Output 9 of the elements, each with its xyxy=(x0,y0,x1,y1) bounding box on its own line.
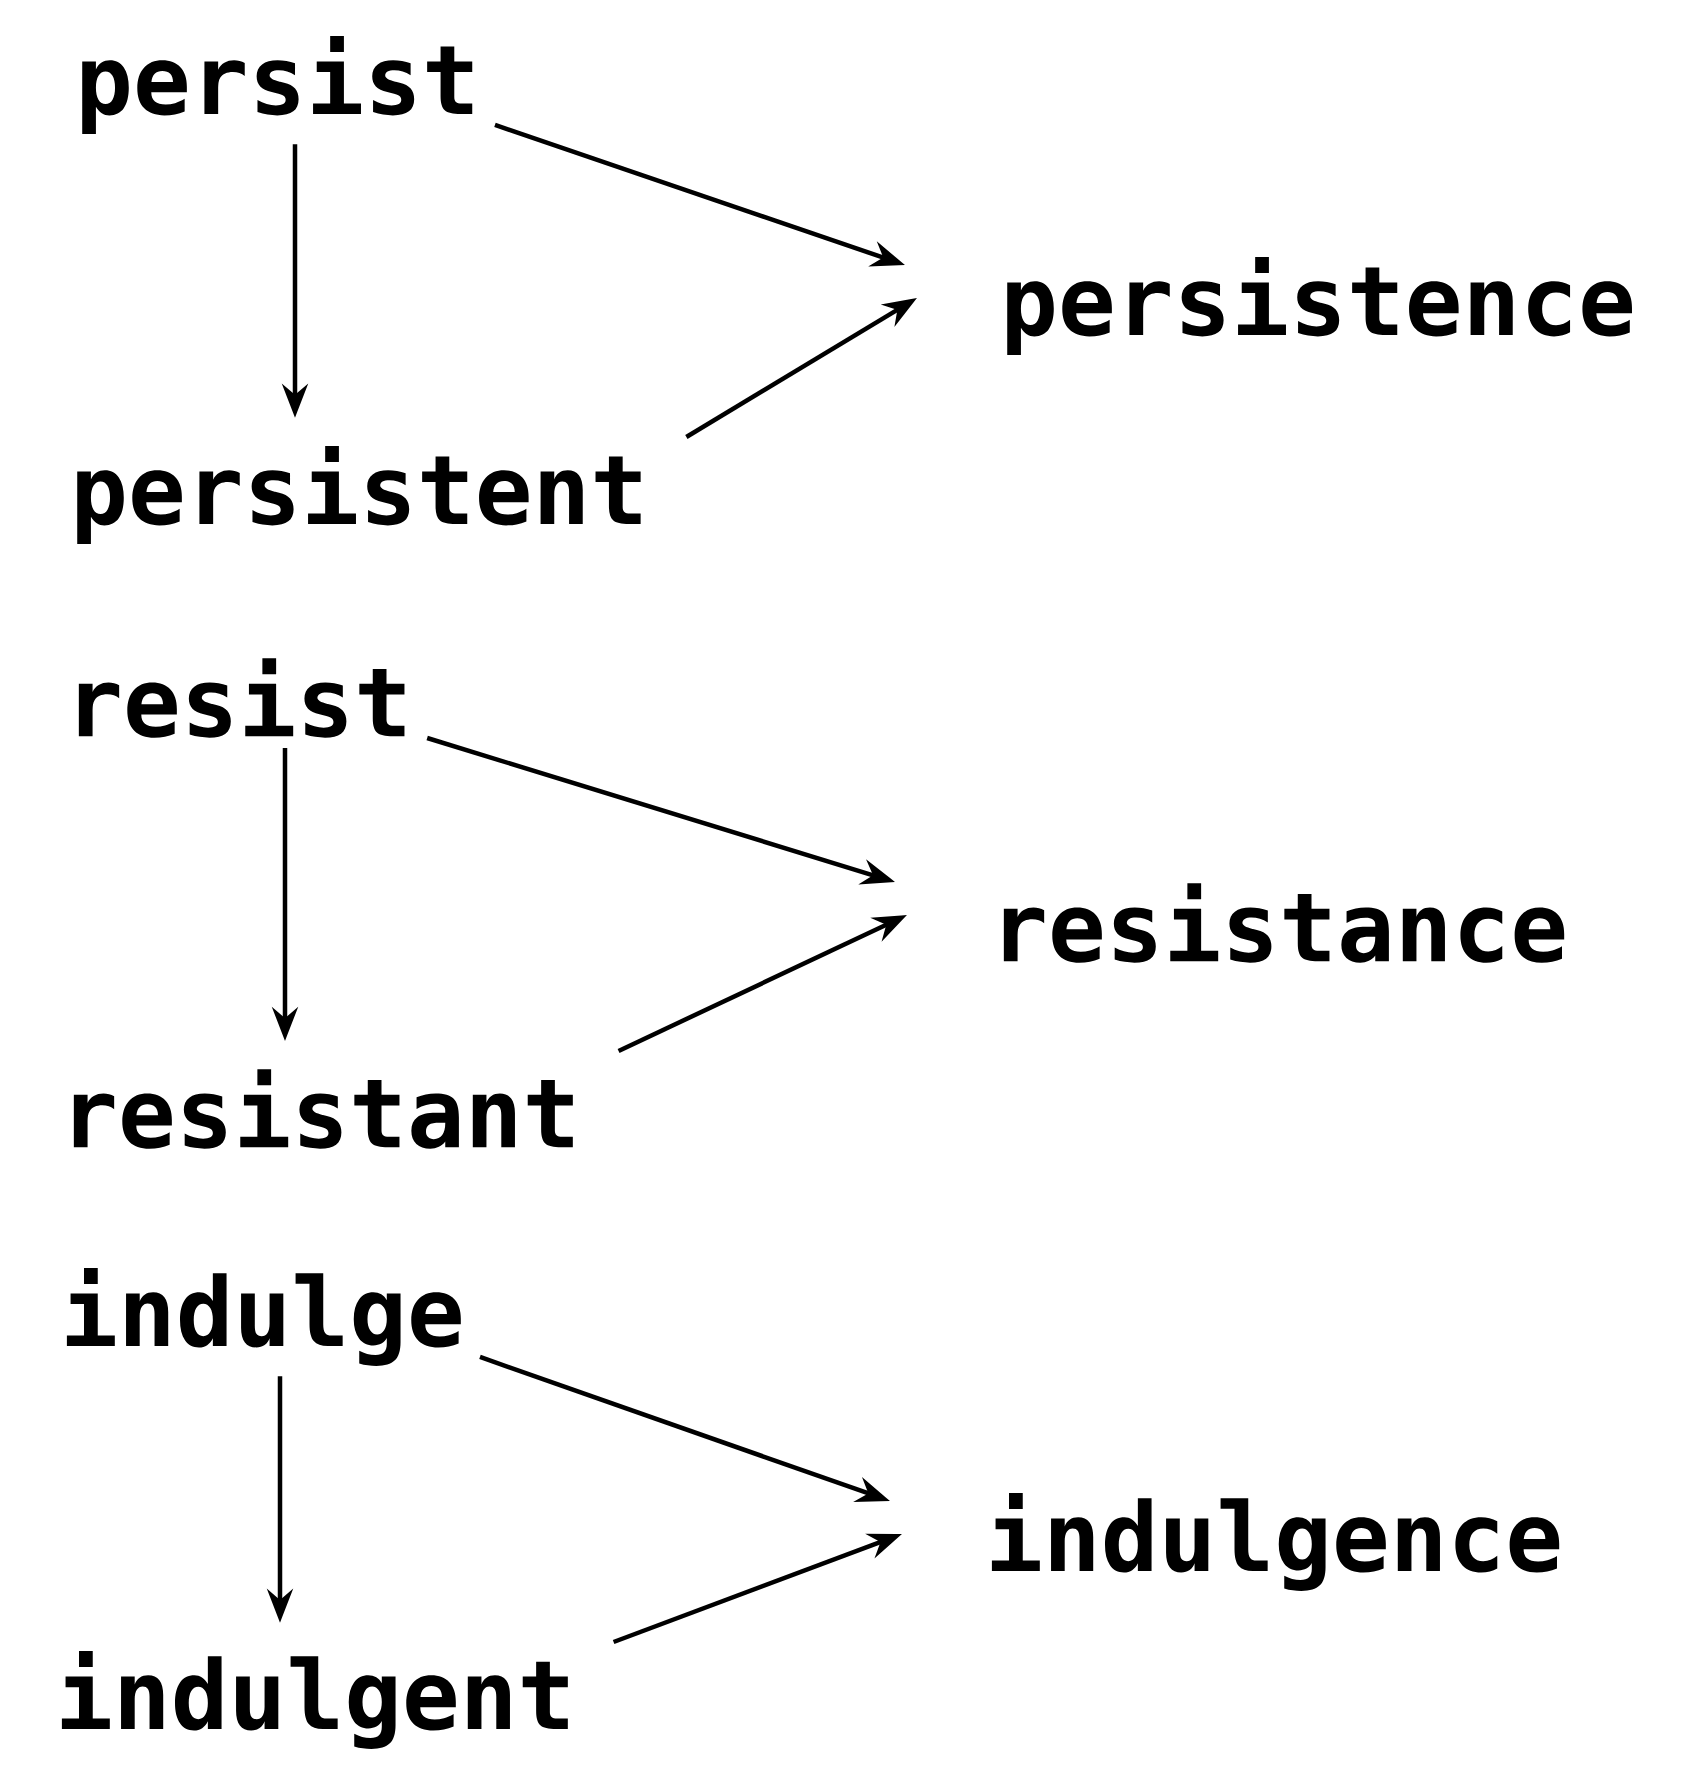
word: persistence xyxy=(1007,257,1632,355)
word: persistent xyxy=(77,446,641,544)
word: resistant xyxy=(73,1069,573,1149)
word: resistance xyxy=(1003,883,1565,963)
word: resist xyxy=(78,658,405,738)
word: persist xyxy=(82,36,473,134)
word: indulgent xyxy=(61,1651,568,1749)
word: indulgence xyxy=(991,1493,1560,1591)
word: indulge xyxy=(66,1268,461,1366)
